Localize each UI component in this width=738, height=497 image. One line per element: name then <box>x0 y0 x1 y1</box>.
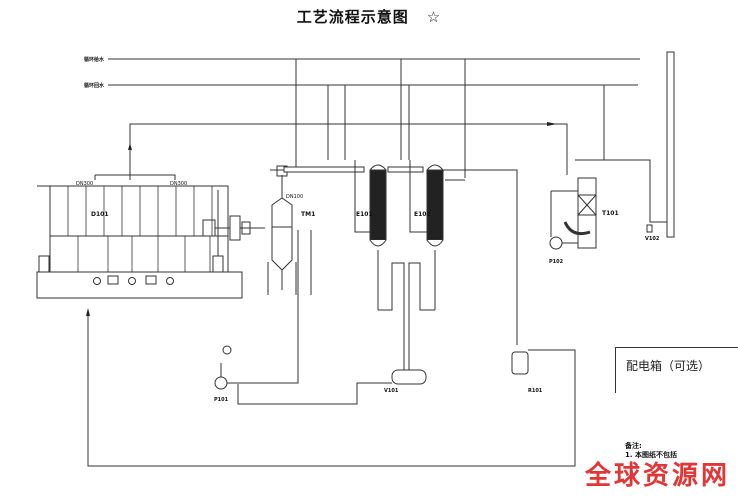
water-supply-label: 循环给水 <box>84 56 105 63</box>
notes-heading: 备注: <box>625 442 642 450</box>
dryer-outlet-right-label: DN300 <box>170 181 187 187</box>
exhaust-stack <box>666 51 675 238</box>
electrical-panel: 配电箱（可选） <box>615 347 738 393</box>
condenser-1-label: E101 <box>356 211 373 218</box>
flow-arrow-icon <box>128 143 132 150</box>
water-return-label: 循环回水 <box>84 82 105 89</box>
cyclone-tm1: TM1 DN100 <box>267 165 315 295</box>
condenser-e102: E102 <box>409 160 518 345</box>
dosing-tank-label: R101 <box>528 388 543 394</box>
notes: 备注: 1. 本图纸不包括 <box>625 442 677 460</box>
electrical-panel-label: 配电箱（可选） <box>626 359 711 373</box>
dryer-label: D101 <box>91 211 109 218</box>
cyclone-nozzle-label: DN100 <box>286 194 303 200</box>
title-text: 工艺流程示意图 <box>296 8 409 26</box>
dosing-tank-r101: R101 <box>86 308 576 467</box>
flow-arrow-icon <box>547 122 557 126</box>
condenser-2-label: E102 <box>414 211 431 218</box>
pressure-gauge-icon <box>222 345 232 355</box>
feed-pump-p101: P101 <box>214 230 299 403</box>
receiver-tank-v101: V101 <box>237 350 427 405</box>
scrubber-pump-label: P102 <box>549 259 564 265</box>
dryer-d101: D101 DN300 DN300 <box>36 174 265 299</box>
watermark: 全球资源网 <box>585 461 731 491</box>
receiver-tank-label: V101 <box>384 388 399 394</box>
cooling-water-headers: 循环给水 循环回水 <box>84 56 640 178</box>
flow-arrow-icon <box>86 308 90 316</box>
dryer-outlet-left-label: DN300 <box>76 181 93 187</box>
notes-line-1: 1. 本图纸不包括 <box>625 451 677 459</box>
star-icon: ☆ <box>426 8 442 26</box>
vapour-line <box>128 122 568 180</box>
vapour-duct <box>270 166 465 181</box>
seal-legs <box>378 262 435 350</box>
stack-drain-label: V102 <box>645 236 660 242</box>
scrubber-t101: T101 P102 V102 <box>549 159 667 265</box>
feed-pump-label: P101 <box>214 397 229 403</box>
scrubber-label: T101 <box>602 210 619 217</box>
cyclone-label: TM1 <box>301 211 315 218</box>
condenser-e101: E101 <box>354 160 387 310</box>
diagram-title: 工艺流程示意图 ☆ <box>0 6 738 27</box>
